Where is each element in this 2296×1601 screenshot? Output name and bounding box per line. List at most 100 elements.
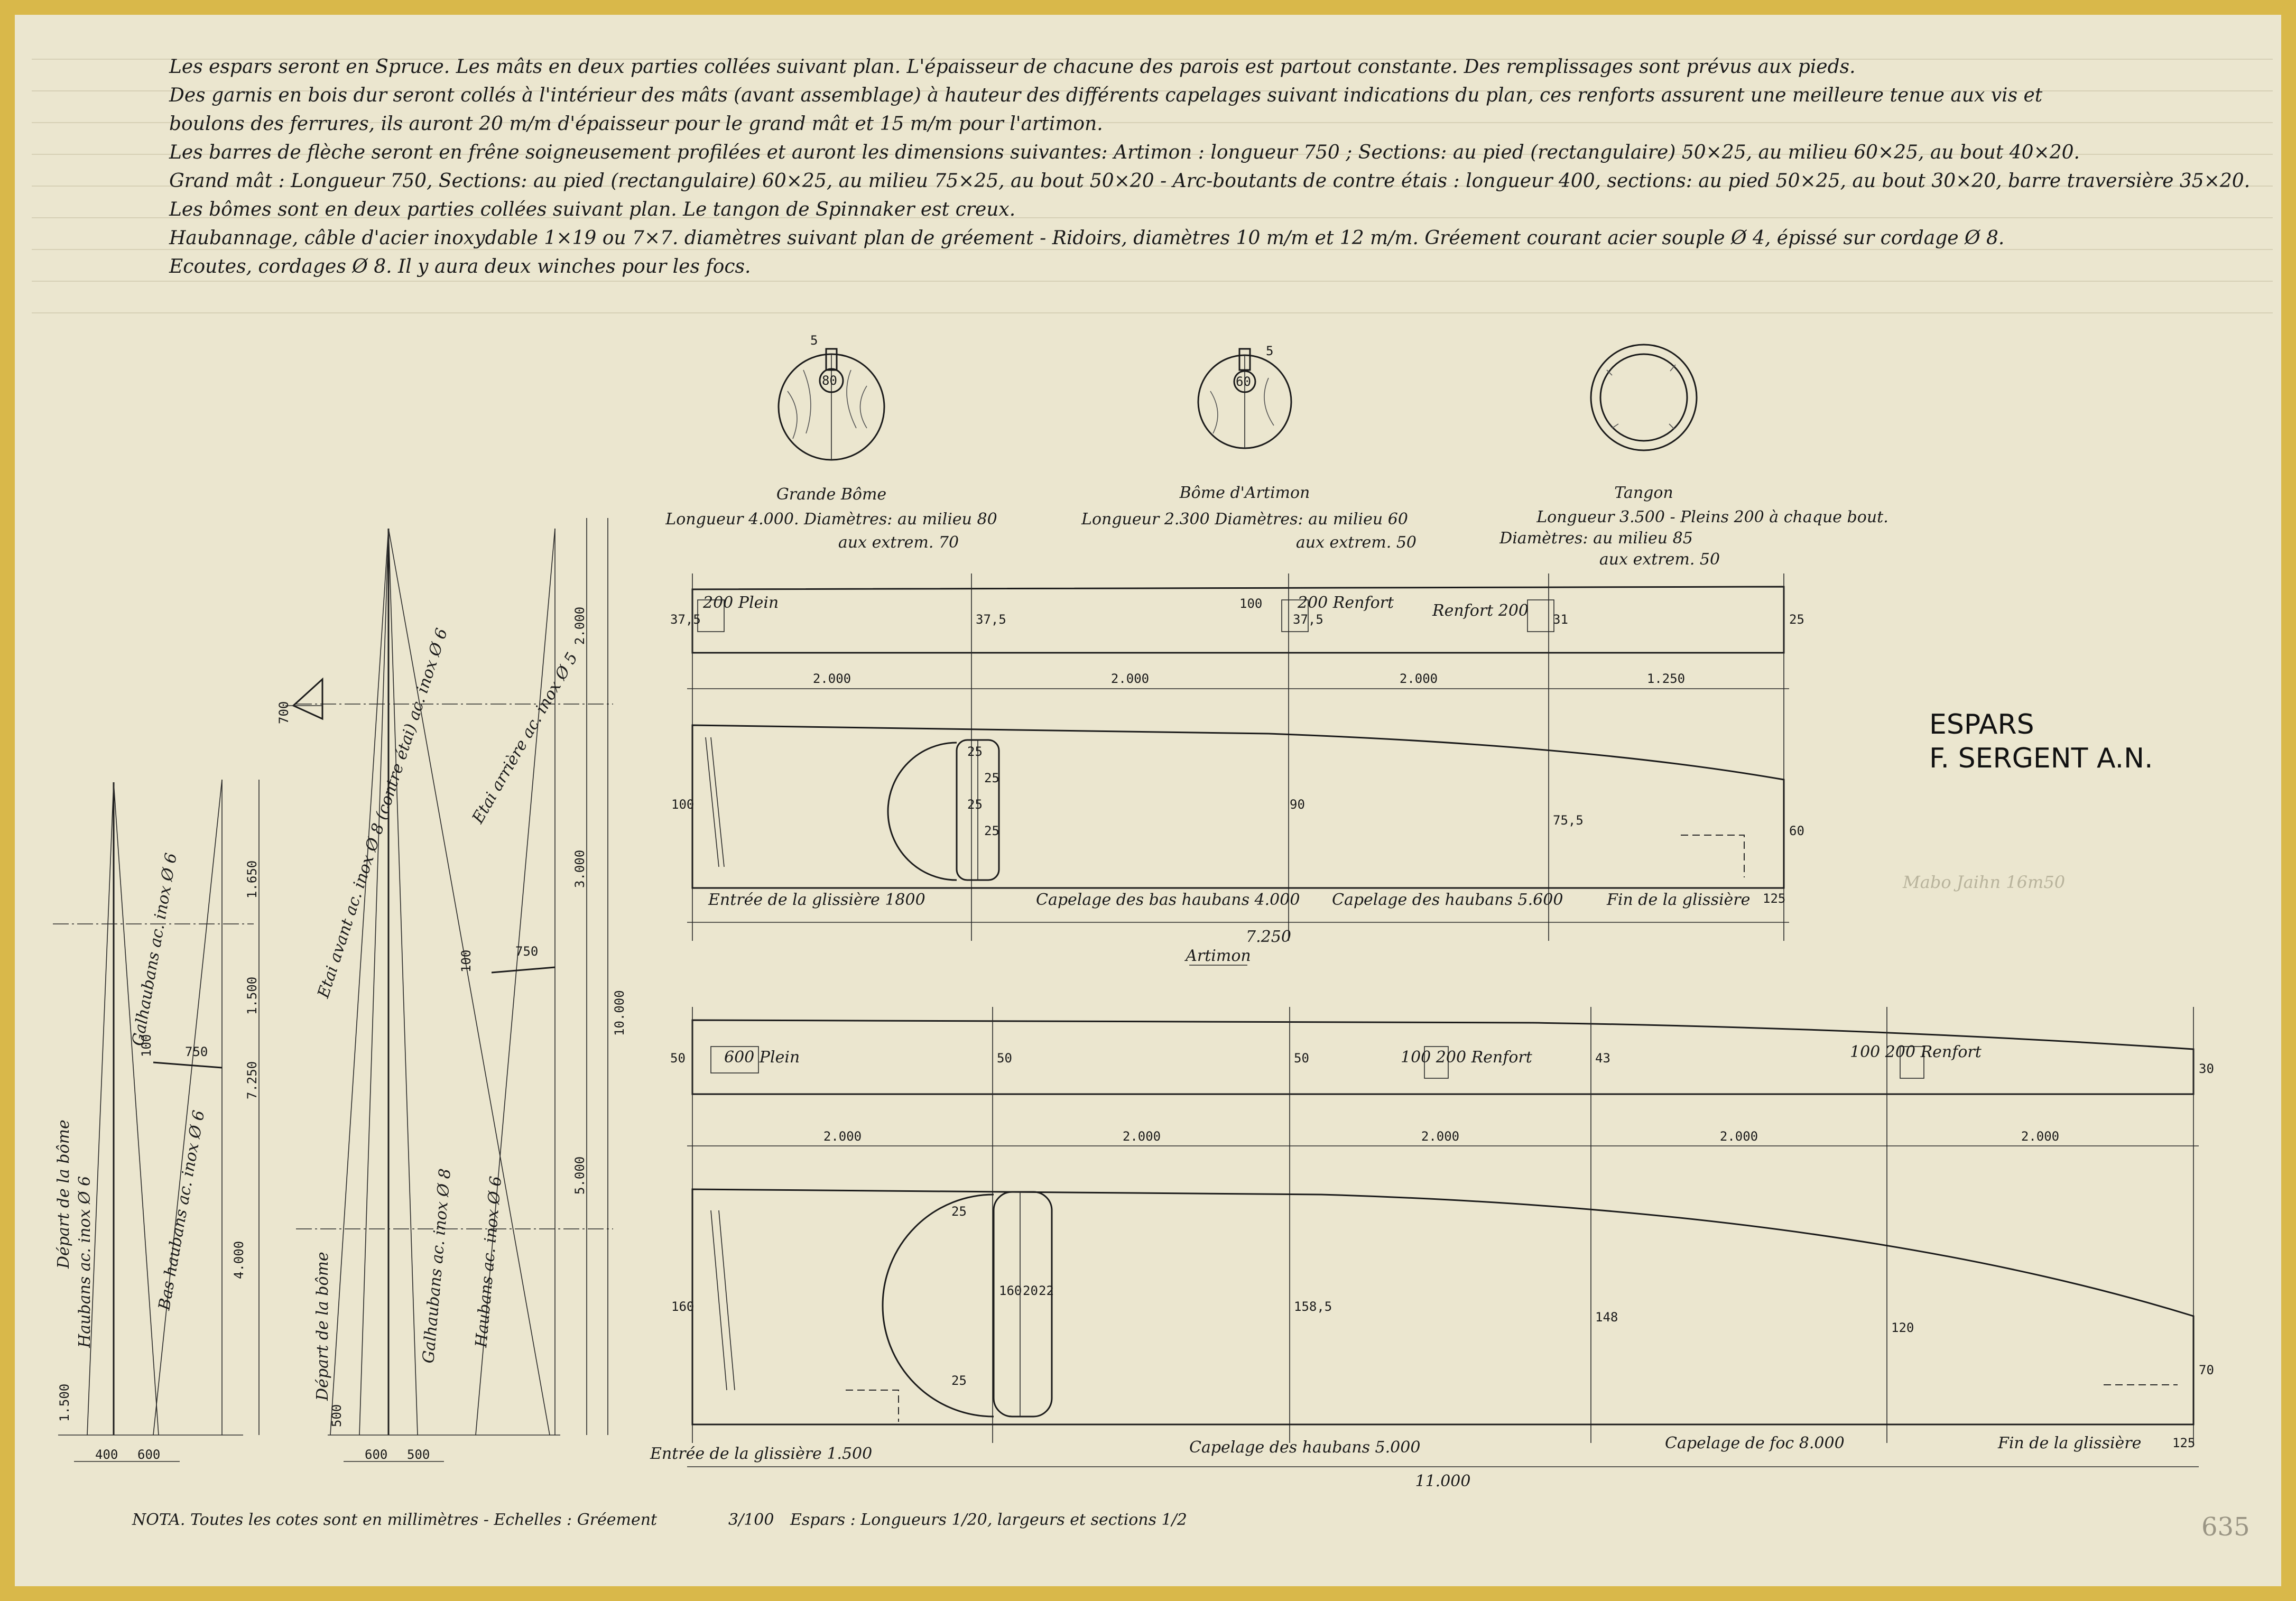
- dim-label: 160: [999, 1283, 1022, 1298]
- position-label: Entrée de la glissière 1.500: [650, 1445, 872, 1463]
- renfort-label: 100 200 Renfort: [1401, 1048, 1533, 1067]
- dim-label: 37,5: [670, 612, 701, 627]
- position-label: Capelage des haubans 5.000: [1189, 1438, 1420, 1457]
- renfort-label: 200 Renfort: [1297, 594, 1394, 612]
- grand-mat-top-view: 200 Plein 200 Renfort Renfort 200 100 37…: [670, 573, 1804, 941]
- rig-dim: 700: [276, 701, 291, 724]
- dim-label: 31: [1553, 612, 1568, 627]
- rig-dim: 4.000: [232, 1241, 246, 1279]
- section-desc: aux extrem. 50: [1599, 550, 1720, 569]
- rig-dim: 600: [137, 1447, 160, 1462]
- section-tangon: Tangon Longueur 3.500 - Pleins 200 à cha…: [1499, 344, 1888, 569]
- rig-dim: 10.000: [612, 990, 627, 1036]
- segment-label: 2.000: [813, 671, 851, 686]
- drawing-author: F. SERGENT A.N.: [1929, 743, 2153, 774]
- dim-label: 125: [2172, 1436, 2195, 1450]
- rig-dim: 2.000: [572, 607, 587, 645]
- section-desc: Diamètres: au milieu 85: [1499, 529, 1693, 548]
- dim-label: 125: [1763, 891, 1785, 906]
- rig-label: Départ de la bôme: [313, 1252, 332, 1401]
- renfort-label: Renfort 200: [1432, 601, 1529, 620]
- artimon-side-view: 160 158,5 148 120 70 25 160 20 22 25 Ent…: [650, 1188, 2214, 1491]
- dim-label: 80: [822, 373, 837, 388]
- dim-label: 30: [2199, 1061, 2214, 1076]
- dim-label: 25: [984, 771, 999, 785]
- note-line: Les bômes sont en deux parties collées s…: [169, 199, 1015, 220]
- segment-label: 2.000: [823, 1129, 862, 1144]
- segment-label: 2.000: [1421, 1129, 1459, 1144]
- rig-dim: 1.650: [245, 860, 260, 899]
- dim-label: 90: [1290, 797, 1305, 812]
- dim-label: 148: [1595, 1310, 1618, 1325]
- dim-label: 5: [1266, 344, 1273, 358]
- segment-label: 1.250: [1647, 671, 1685, 686]
- rig-dim: 400: [95, 1447, 118, 1462]
- position-label: Capelage des haubans 5.600: [1332, 891, 1563, 909]
- rig-dim: 750: [185, 1044, 208, 1059]
- segment-label: 2.000: [1123, 1129, 1161, 1144]
- section-name: Grande Bôme: [776, 485, 886, 504]
- dim-label: 25: [1789, 612, 1804, 627]
- section-name: Bôme d'Artimon: [1179, 484, 1310, 502]
- note-line: Haubannage, câble d'acier inoxydable 1×1…: [169, 227, 2004, 249]
- dim-label: 70: [2199, 1363, 2214, 1377]
- section-desc: aux extrem. 50: [1296, 533, 1417, 552]
- rig-label: Départ de la bôme: [54, 1119, 73, 1269]
- section-desc: aux extrem. 70: [838, 533, 959, 552]
- section-desc: Longueur 2.300 Diamètres: au milieu 60: [1081, 510, 1408, 529]
- rig-dim: 500: [407, 1447, 430, 1462]
- note-line: Ecoutes, cordages Ø 8. Il y aura deux wi…: [169, 256, 751, 277]
- dim-label: 100: [1239, 596, 1262, 611]
- dim-label: 158,5: [1294, 1299, 1332, 1314]
- rig-dim: 500: [329, 1404, 344, 1427]
- rig-dim: 5.000: [572, 1156, 587, 1195]
- position-label: Fin de la glissière: [1997, 1434, 2141, 1452]
- dim-label: 25: [967, 797, 983, 812]
- rig-dim: 600: [365, 1447, 387, 1462]
- dim-label: 50: [1294, 1051, 1309, 1066]
- rig-dim: 1.500: [245, 977, 260, 1015]
- renfort-label: 100 200 Renfort: [1850, 1043, 1982, 1061]
- dim-label: 22: [1039, 1283, 1054, 1298]
- spec-notes: Les espars seront en Spruce. Les mâts en…: [169, 56, 2250, 277]
- position-label: Capelage de foc 8.000: [1665, 1434, 1845, 1452]
- rig-dim: 1.500: [57, 1384, 72, 1422]
- position-label: Entrée de la glissière 1800: [708, 891, 925, 909]
- section-bome-artimon: 5 60 Bôme d'Artimon Longueur 2.300 Diamè…: [1081, 344, 1417, 552]
- segment-label: 2.000: [1720, 1129, 1758, 1144]
- dim-label: 37,5: [976, 612, 1006, 627]
- rig-dim: 100: [459, 950, 474, 973]
- rig-dim: 3.000: [572, 850, 587, 888]
- rig-dim: 100: [139, 1034, 154, 1057]
- note-line: Les barres de flèche seront en frêne soi…: [169, 142, 2080, 163]
- section-desc: Longueur 3.500 - Pleins 200 à chaque bou…: [1536, 508, 1888, 526]
- segment-label: 2.000: [1400, 671, 1438, 686]
- dim-label: 120: [1891, 1320, 1914, 1335]
- artimon-top-view: 600 Plein 100 200 Renfort 100 200 Renfor…: [670, 1007, 2214, 1443]
- dim-label: 60: [1789, 823, 1804, 838]
- plein-label: 200 Plein: [702, 594, 779, 612]
- rig-dim: 7.250: [245, 1061, 260, 1099]
- segment-label: 2.000: [1111, 671, 1149, 686]
- dim-label: 50: [997, 1051, 1012, 1066]
- dim-label: 25: [984, 823, 999, 838]
- section-desc: Longueur 4.000. Diamètres: au milieu 80: [665, 510, 997, 529]
- dim-label: 20: [1023, 1283, 1038, 1298]
- nota-text: NOTA. Toutes les cotes sont en millimètr…: [132, 1511, 658, 1529]
- dim-label: 43: [1595, 1051, 1610, 1066]
- drawing-title: ESPARS: [1929, 709, 2034, 741]
- dim-label: 75,5: [1553, 813, 1584, 828]
- ruled-lines: [32, 59, 2273, 313]
- section-name: Tangon: [1614, 484, 1673, 502]
- dim-label: 25: [967, 744, 983, 759]
- note-line: Des garnis en bois dur seront collés à l…: [169, 85, 2043, 106]
- artimon-title: Artimon: [1184, 947, 1251, 965]
- nota-scale: 3/100: [728, 1511, 774, 1529]
- note-line: Grand mât : Longueur 750, Sections: au p…: [169, 170, 2250, 192]
- paper: [15, 15, 2281, 1586]
- plein-label: 600 Plein: [724, 1048, 800, 1067]
- total-length: 7.250: [1246, 928, 1291, 946]
- dim-label: 160: [671, 1299, 694, 1314]
- rig-label: Haubans ac. inox Ø 6: [76, 1176, 94, 1348]
